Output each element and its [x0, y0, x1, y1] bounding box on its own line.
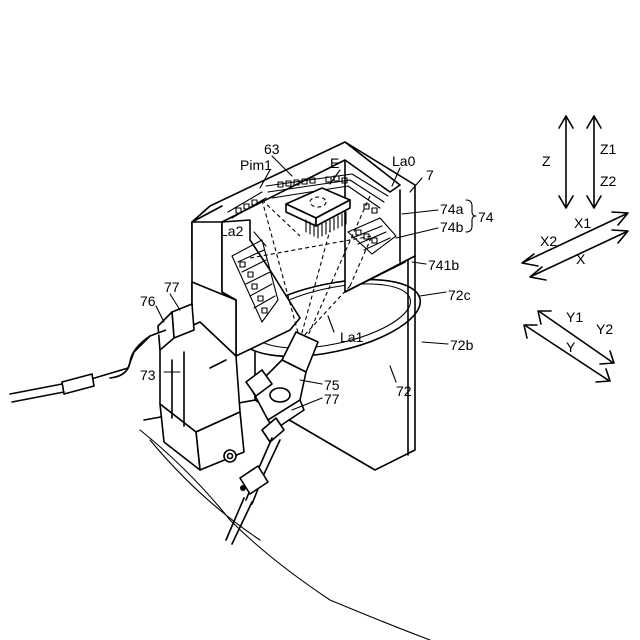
label-74a: 74a — [440, 201, 464, 217]
label-63: 63 — [264, 141, 280, 157]
label-74b: 74b — [440, 219, 464, 235]
axis-label-y2: Y2 — [596, 321, 613, 337]
label-74: 74 — [478, 209, 494, 225]
component-e-63 — [286, 188, 350, 238]
label-la1: La1 — [340, 329, 364, 345]
axis-label-x: X — [576, 251, 586, 267]
label-77-top: 77 — [164, 279, 180, 295]
label-77-bottom: 77 — [324, 391, 340, 407]
axis-z-arrows — [559, 116, 601, 208]
label-7: 7 — [426, 167, 434, 183]
axis-label-z2: Z2 — [600, 173, 617, 189]
axis-label-x1: X1 — [574, 215, 591, 231]
axis-label-z1: Z1 — [600, 141, 617, 157]
label-741b: 741b — [428, 257, 459, 273]
axis-label-y1: Y1 — [566, 309, 583, 325]
cable-left — [10, 330, 166, 402]
label-72: 72 — [396, 383, 412, 399]
label-76: 76 — [140, 293, 156, 309]
axis-label-x2: X2 — [540, 233, 557, 249]
brace-74 — [466, 200, 476, 232]
axis-label-y: Y — [566, 339, 576, 355]
label-la2: La2 — [220, 223, 244, 239]
axis-labels: Z Z1 Z2 X1 X2 X Y1 Y2 Y — [540, 141, 617, 355]
label-la0: La0 — [392, 153, 416, 169]
label-pim1: Pim1 — [240, 157, 272, 173]
axis-label-z: Z — [542, 153, 551, 169]
label-72c: 72c — [448, 287, 471, 303]
label-e: E — [330, 155, 339, 171]
label-72b: 72b — [450, 337, 474, 353]
label-73: 73 — [140, 367, 156, 383]
